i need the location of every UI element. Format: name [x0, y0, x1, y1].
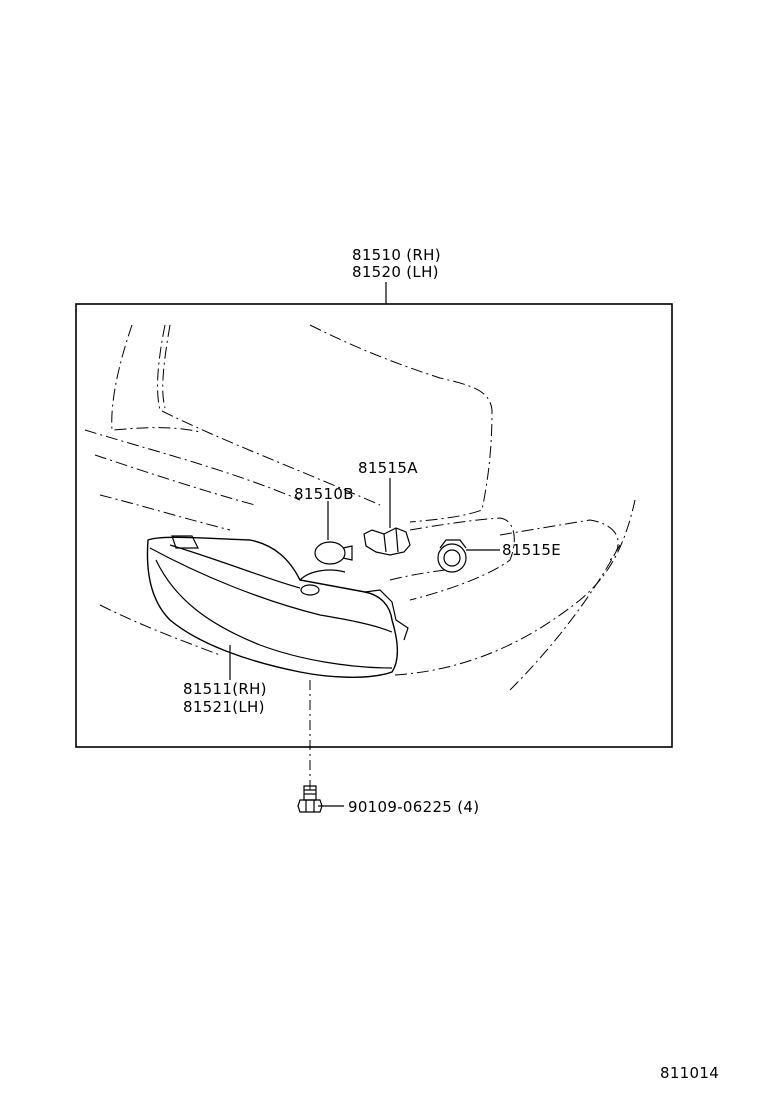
label-screw: 90109-06225 (4)	[348, 798, 480, 816]
assembly-frame	[75, 303, 673, 748]
screw-90109	[297, 785, 323, 813]
grommet-81515e	[437, 539, 467, 573]
vehicle-body-outline	[84, 324, 636, 691]
label-bulb: 81510B	[294, 485, 354, 503]
socket-81515a	[363, 527, 411, 556]
label-lens-lh: 81521(LH)	[183, 698, 265, 716]
label-lens-rh: 81511(RH)	[183, 680, 267, 698]
label-assembly-rh: 81510 (RH)	[352, 246, 441, 264]
label-grommet: 81515E	[502, 541, 561, 559]
bulb-81510b	[314, 541, 353, 565]
figure-code: 811014	[660, 1064, 720, 1082]
lens-81511	[146, 535, 409, 678]
label-socket: 81515A	[358, 459, 418, 477]
label-assembly-lh: 81520 (LH)	[352, 263, 439, 281]
